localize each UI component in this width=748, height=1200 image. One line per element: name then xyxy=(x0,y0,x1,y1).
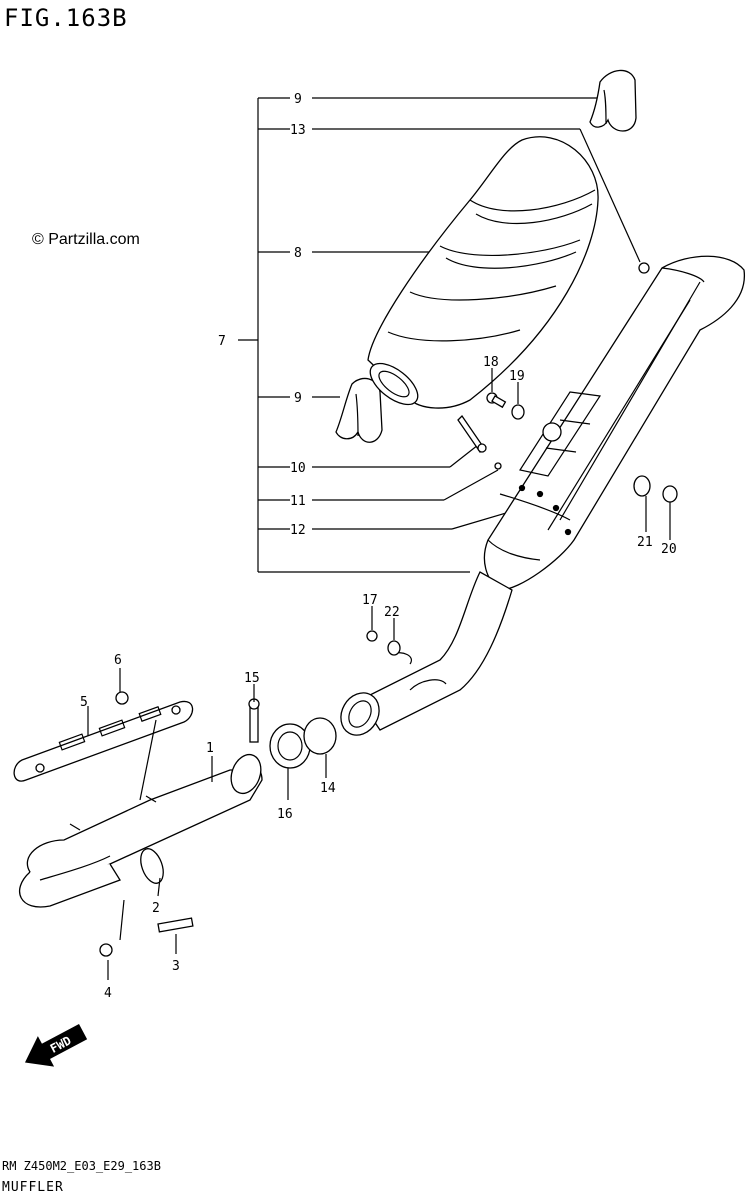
small-parts xyxy=(99,262,678,957)
copyright-notice: © Partzilla.com xyxy=(32,231,140,248)
callout-1: 1 xyxy=(206,741,214,756)
callout-18: 18 xyxy=(483,355,499,370)
callout-20: 20 xyxy=(661,542,677,557)
forward-direction-arrow: FWD xyxy=(25,1023,88,1067)
callout-19: 19 xyxy=(509,369,525,384)
nut-4 xyxy=(99,943,113,957)
callout-2: 2 xyxy=(152,901,160,916)
muffler-mid-pipe xyxy=(340,571,513,736)
callout-7: 7 xyxy=(218,334,226,349)
silencer-packing xyxy=(367,136,599,409)
clamp-16 xyxy=(269,723,311,769)
callout-5: 5 xyxy=(80,695,88,710)
diagram-name: MUFFLER xyxy=(2,1180,64,1195)
part-11 xyxy=(494,462,502,470)
silencer-body xyxy=(483,255,745,591)
callout-labels: 9 13 8 7 9 10 11 12 18 19 21 20 17 22 6 … xyxy=(80,92,677,1001)
callout-15: 15 xyxy=(244,671,260,686)
stud-3 xyxy=(157,917,194,933)
washer-22 xyxy=(387,640,401,656)
diagram-code: RM Z450M2_E03_E29_163B xyxy=(2,1159,161,1173)
figure-title: FIG.163B xyxy=(4,4,128,32)
callout-17: 17 xyxy=(362,593,378,608)
grommet-21 xyxy=(633,475,651,497)
callout-16: 16 xyxy=(277,807,293,822)
callout-9-lower: 9 xyxy=(294,391,302,406)
exhaust-pipe xyxy=(19,753,263,908)
gasket-14 xyxy=(303,717,337,755)
callout-11: 11 xyxy=(290,494,306,509)
guard-bolt xyxy=(115,691,129,705)
gasket-2 xyxy=(140,848,164,884)
leader-lines xyxy=(87,368,671,980)
callout-8: 8 xyxy=(294,246,302,261)
muffler-cover-lower xyxy=(335,377,383,443)
callout-12: 12 xyxy=(290,523,306,538)
muffler-cover-top xyxy=(589,69,637,132)
exhaust-guard xyxy=(13,700,194,782)
washer-19 xyxy=(511,404,525,420)
clamp-bolt-15 xyxy=(249,705,259,743)
screw-13 xyxy=(638,262,650,274)
callout-4: 4 xyxy=(104,986,112,1001)
callout-13: 13 xyxy=(290,123,306,138)
callout-22: 22 xyxy=(384,605,400,620)
washer-20 xyxy=(662,485,678,503)
callout-21: 21 xyxy=(637,535,653,550)
callout-3: 3 xyxy=(172,959,180,974)
callout-10: 10 xyxy=(290,461,306,476)
callout-6: 6 xyxy=(114,653,122,668)
callout-9-top: 9 xyxy=(294,92,302,107)
callout-14: 14 xyxy=(320,781,336,796)
bolt-17 xyxy=(366,630,378,642)
